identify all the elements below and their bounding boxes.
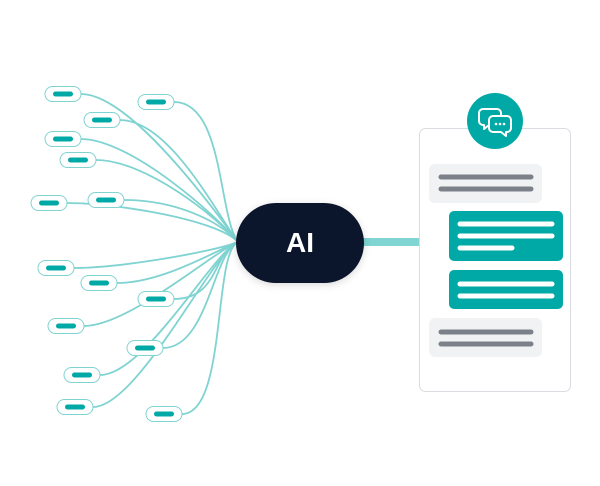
chat-bubbles-icon <box>467 93 523 149</box>
ai-hub: AI <box>236 203 364 283</box>
connection-line <box>83 241 239 327</box>
source-nodes <box>30 86 183 422</box>
connection-line <box>73 241 239 269</box>
source-node <box>83 112 121 128</box>
connection-lines <box>66 93 239 415</box>
source-node <box>87 192 125 208</box>
source-node <box>126 340 164 356</box>
source-node <box>137 94 175 110</box>
connection-line <box>119 119 239 243</box>
source-node <box>44 86 82 102</box>
source-node <box>80 275 118 291</box>
source-node <box>137 291 175 307</box>
source-node <box>56 399 94 415</box>
connection-line <box>162 241 239 349</box>
connection-line <box>173 101 239 243</box>
source-node <box>59 152 97 168</box>
hub-connector-bar <box>362 238 420 246</box>
connection-line <box>66 202 239 243</box>
connection-line <box>181 241 239 415</box>
message-ai-2 <box>449 270 563 309</box>
source-node <box>30 195 68 211</box>
source-node <box>44 131 82 147</box>
source-node <box>47 318 85 334</box>
source-node <box>63 367 101 383</box>
connection-line <box>99 241 239 376</box>
message-user-2 <box>429 318 542 357</box>
message-ai-1 <box>449 211 563 261</box>
source-node <box>37 260 75 276</box>
message-user-1 <box>429 164 542 203</box>
chat-panel <box>419 128 571 392</box>
source-node <box>145 406 183 422</box>
connection-line <box>123 199 239 243</box>
connection-line <box>92 241 239 408</box>
